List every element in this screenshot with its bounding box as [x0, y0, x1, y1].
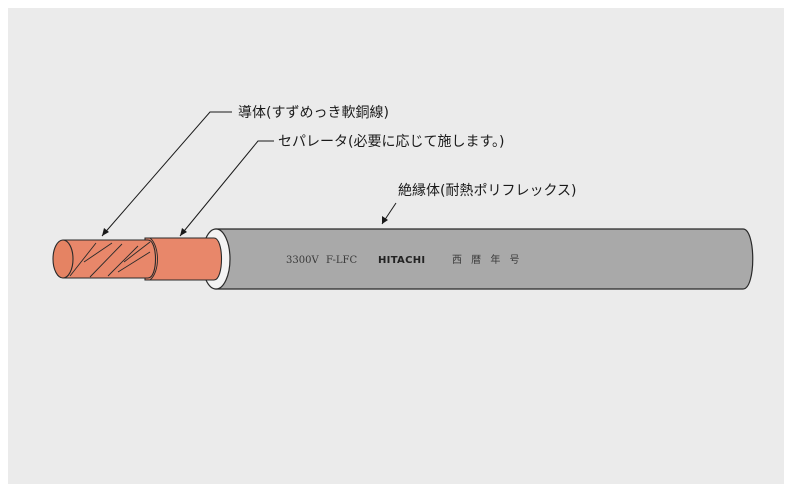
conductor — [52, 239, 157, 279]
separator-layer — [144, 237, 223, 281]
insulation-arrowhead — [382, 216, 388, 224]
conductor-arrowhead — [102, 228, 109, 236]
strand-lines — [69, 241, 151, 278]
separator-leader-line — [179, 140, 274, 237]
insulation-label: 絶縁体(耐熱ポリフレックス) — [398, 183, 577, 199]
marking-type: F-LFC — [326, 255, 357, 266]
conductor-label: 導体(すずめっき軟銅線) — [238, 105, 389, 121]
marking-brand-logo: HITACHI — [378, 255, 425, 266]
separator-arrowhead — [180, 228, 187, 236]
insulation-body — [215, 228, 754, 290]
separator-label: セパレータ(必要に応じて施します。) — [278, 134, 505, 150]
conductor-leader-line — [101, 111, 232, 237]
conductor-end-face — [52, 239, 74, 279]
marking-voltage: 3300V — [286, 255, 319, 266]
marking-date: 西 暦 年 号 — [452, 253, 523, 266]
